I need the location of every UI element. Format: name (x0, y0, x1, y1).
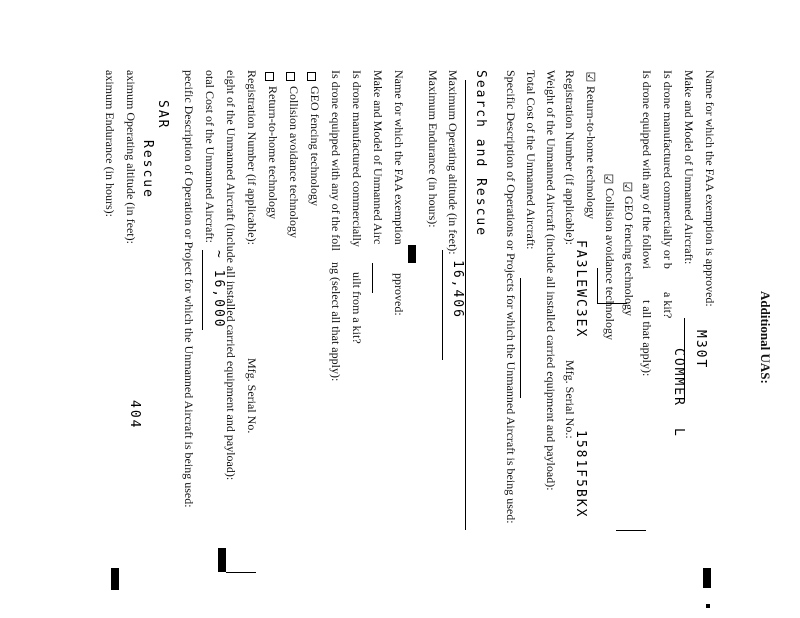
scan-mark-right-small (706, 604, 710, 608)
form1-serial-label: Mfg. Serial No.: (563, 360, 577, 439)
form1-altitude-label: Maximum Operating altitude (in feet): (446, 70, 460, 255)
form1-commercial-label: Is drone manufactured commercially or b (661, 70, 675, 269)
form2-altitude-value: 404 (127, 400, 142, 430)
form1-desc-label: Specific Description of Operations or Pr… (504, 70, 518, 524)
form2-make-label: Make and Model of Unmanned Airc (371, 70, 385, 245)
form1-collision-checkbox[interactable]: ☑ (601, 173, 616, 185)
form1-bracket-vertical (597, 268, 598, 304)
page-title: Additional UAS: (758, 291, 773, 384)
form1-geo-checkbox[interactable]: ☑ (620, 181, 635, 193)
form2-cost-label: otal Cost of the Unmanned Aircraft: (203, 70, 217, 243)
form2-equipped-tail: ng (select all that apply): (329, 262, 343, 382)
form1-cost-underline (520, 278, 521, 398)
form1-desc-underline (465, 80, 466, 530)
form2-altitude-label: aximum Operating altitude (in feet): (124, 70, 138, 244)
form1-serial-value: 1581F5BKX (573, 430, 588, 519)
form2-serial-label: Mfg. Serial No. (245, 358, 259, 434)
form1-make-underline (684, 318, 685, 398)
form1-reg-label: Registration Number (if applicable): (563, 70, 577, 245)
form1-make-label: Make and Model of Unmanned Aircraft: (682, 70, 696, 265)
form2-commercial-tail: uilt from a kit? (350, 272, 364, 344)
form1-weight-label: Weight of the Unmanned Aircraft (include… (544, 70, 558, 491)
form1-equipped-tail: t all that apply): (640, 300, 654, 377)
form1-commercial-answer: a kit? (661, 292, 675, 319)
form2-commercial-label: Is drone manufactured commercially (350, 70, 364, 247)
form1-desc-value: Search and Rescue (473, 70, 488, 238)
form2-rth-checkbox[interactable] (265, 72, 274, 81)
form1-equipped-label: Is drone equipped with any of the follow… (640, 70, 654, 269)
form2-endurance-label: aximum Endurance (in hours): (103, 70, 117, 217)
form1-geo-label: GEO fencing technology (622, 196, 636, 316)
form2-geo-checkbox[interactable] (307, 72, 316, 81)
form2-desc-value: SAR (155, 100, 170, 130)
form2-cost-value: ~ 16,000 (211, 250, 226, 329)
form1-rth-label: Return-to-home technology (584, 86, 598, 219)
scan-mark-right (703, 568, 711, 588)
form2-name-tail: pproved: (392, 273, 406, 316)
form1-reg-value: FA3LEWC3EX (573, 240, 588, 339)
form1-altitude-value: 16,406 (450, 260, 465, 319)
form2-rth-label: Return-to-home technology (266, 86, 280, 219)
form1-redaction-mark (408, 245, 416, 263)
form1-bracket-horizontal (597, 303, 627, 304)
form2-make-mark (372, 263, 373, 293)
form2-geo-label: GEO fencing technology (308, 86, 322, 206)
form1-make-value: M30T (693, 330, 708, 370)
form2-collision-checkbox[interactable] (286, 72, 295, 81)
form2-weight-label: eight of the Unmanned Aircraft (include … (224, 70, 238, 481)
form1-commercial-value: COMMER (671, 348, 686, 407)
form1-altitude-underline (442, 250, 443, 360)
form1-rth-checkbox[interactable]: ☑ (583, 71, 598, 83)
form1-commercial-tail: L (671, 428, 686, 438)
form2-cost-underline (202, 250, 203, 330)
form1-name-label: Name for which the FAA exemption is appr… (703, 70, 717, 307)
scan-line-center (226, 572, 256, 573)
form2-desc-value2: Rescue (140, 140, 155, 199)
form2-desc-label: pecific Description of Operation or Proj… (182, 70, 196, 508)
form2-equipped-label: Is drone equipped with any of the foll (329, 70, 343, 251)
form1-collision-label: Collision avoidance technology (603, 188, 617, 340)
form1-endurance-label: Maximum Endurance (in hours): (426, 70, 440, 228)
scan-mark-left (111, 568, 119, 590)
form2-reg-label: Registration Number (if applicable): (245, 70, 259, 245)
form1-cost-label: Total Cost of the Unmanned Aircraft: (524, 70, 538, 250)
scan-line-right (616, 530, 646, 531)
form2-collision-label: Collision avoidance technology (287, 86, 301, 238)
form2-name-label: Name for which the FAA exemption (392, 70, 406, 245)
scan-mark-center (218, 548, 226, 572)
